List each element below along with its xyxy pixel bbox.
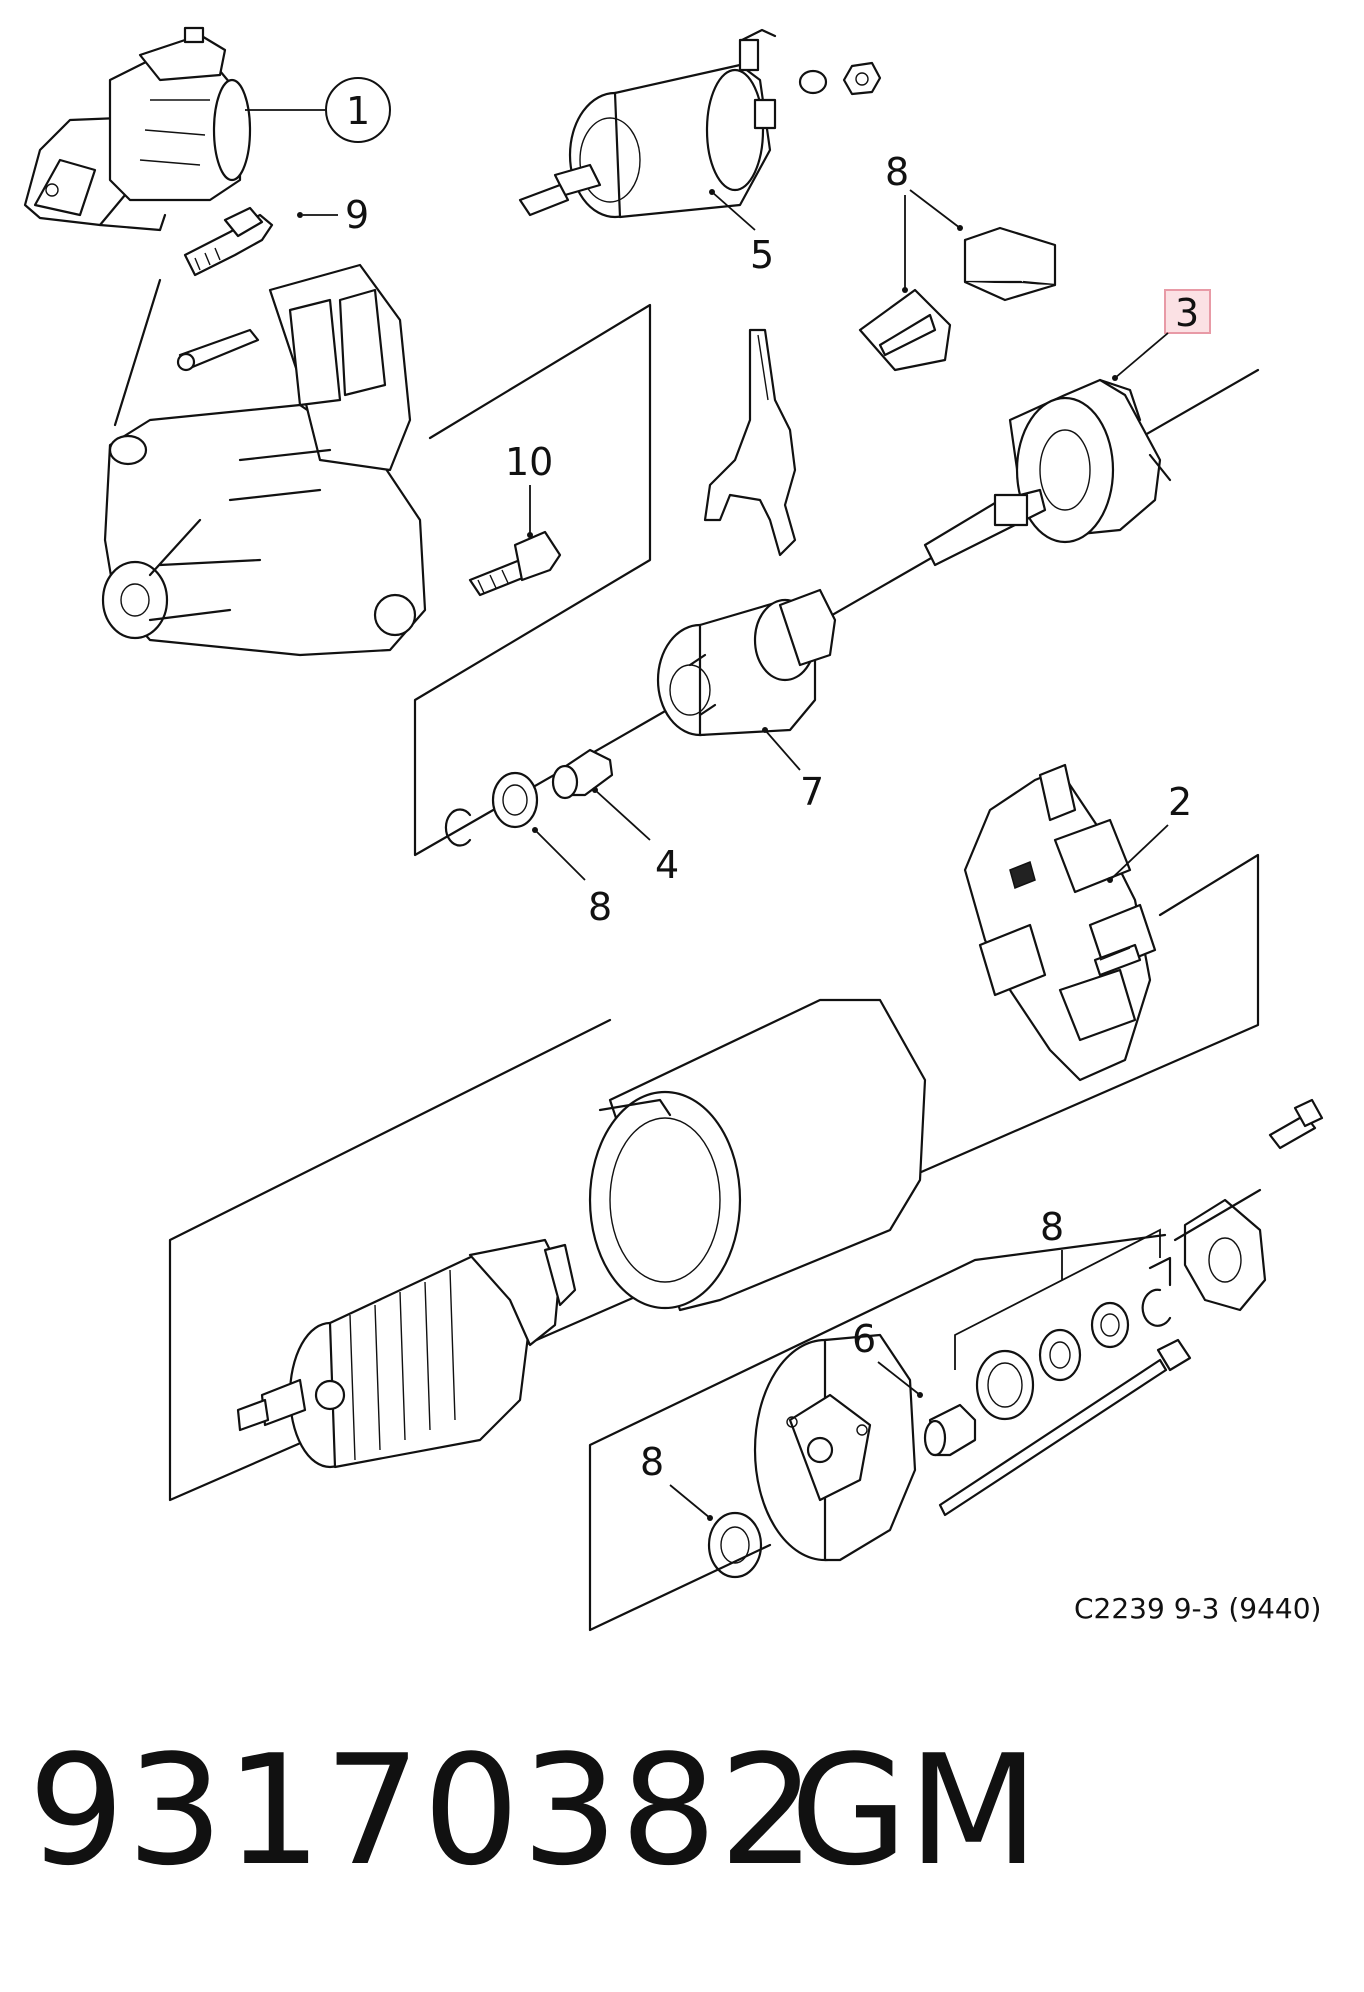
callout-8-middle: 8	[588, 885, 612, 929]
pinion-drive	[656, 588, 837, 737]
callout-3: 3	[1175, 291, 1199, 335]
yoke-housing	[588, 998, 927, 1312]
end-cover	[753, 1333, 917, 1562]
callout-10: 10	[505, 440, 553, 484]
bushing	[551, 748, 614, 800]
commutator-end-bracket	[923, 378, 1172, 567]
bolt-10	[468, 530, 562, 597]
solenoid	[518, 28, 882, 219]
diagram-reference-code: C2239 9-3 (9440)	[1074, 1592, 1322, 1625]
stud-bolt	[183, 206, 274, 277]
bushing-6	[923, 1403, 977, 1457]
callout-1: 1	[346, 89, 370, 133]
long-through-bolt	[938, 1338, 1192, 1517]
cover-plate	[1183, 1098, 1324, 1312]
brand-name: GM	[790, 1722, 1039, 1899]
armature	[236, 1238, 577, 1469]
callout-9: 9	[345, 193, 369, 237]
callouts: 1 9 5 8 3 10 7 4 8	[245, 77, 1211, 1521]
seal-8-lower	[707, 1511, 763, 1579]
seal-and-circlip	[444, 771, 539, 847]
callout-5: 5	[750, 233, 774, 277]
starter-motor-exploded-diagram: 1 9 5 8 3 10 7 4 8	[23, 26, 1324, 1632]
callout-8-washers: 8	[1040, 1205, 1064, 1249]
complete-starter-motor	[23, 26, 252, 232]
callout-8-lower: 8	[640, 1440, 664, 1484]
assembly-bracket-upper	[413, 303, 1260, 857]
callout-8-top: 8	[885, 150, 909, 194]
brush-holder	[963, 763, 1157, 1082]
drive-end-housing	[101, 263, 427, 657]
callout-7: 7	[800, 770, 824, 814]
assembly-bracket-lower	[588, 1233, 1167, 1632]
terminal-connectors	[858, 226, 1057, 372]
callout-2: 2	[1168, 780, 1192, 824]
shift-fork	[703, 328, 797, 557]
callout-6: 6	[852, 1317, 876, 1361]
washer-set	[975, 1256, 1172, 1421]
part-number: 93170382	[28, 1722, 818, 1899]
callout-4: 4	[655, 843, 679, 887]
callout-3-highlight	[1164, 289, 1211, 334]
